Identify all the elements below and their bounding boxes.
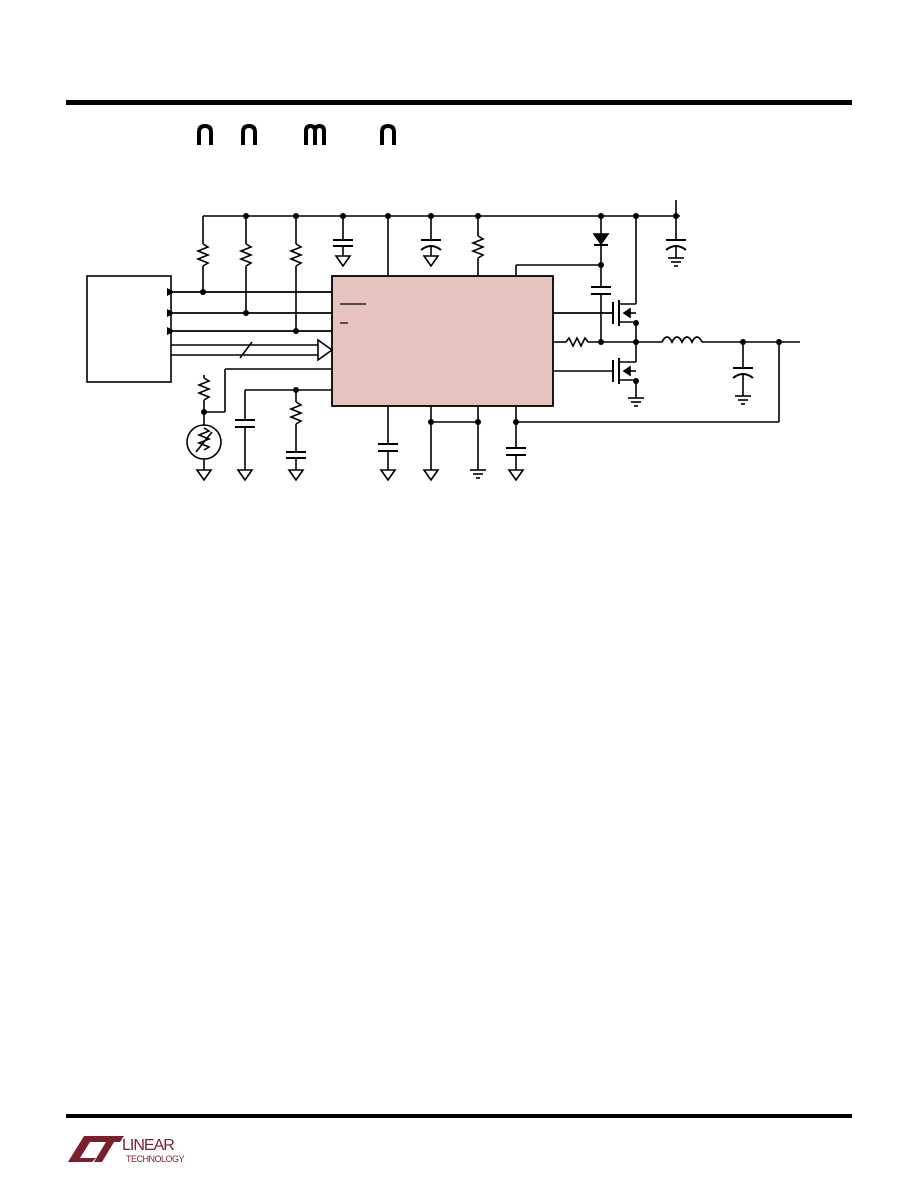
pullup-resistor-3 <box>288 243 304 267</box>
circuit-schematic <box>86 200 800 482</box>
header-mark-1 <box>197 124 213 145</box>
header-mark-4 <box>380 124 396 145</box>
controller-ic <box>331 275 554 407</box>
schottky-diode <box>592 233 610 246</box>
header-mark-3 <box>304 124 326 145</box>
pullup-resistor-2 <box>238 243 254 267</box>
host-controller-block <box>86 275 172 383</box>
header-mark-2 <box>241 124 257 145</box>
footer-rule <box>66 1114 852 1118</box>
header-rule <box>66 100 852 105</box>
logo-line1: LINEAR <box>122 1137 174 1154</box>
output-inductor <box>661 336 703 345</box>
bus-width-slash <box>239 341 253 359</box>
lt-logo-mark <box>68 1136 106 1162</box>
pullup-resistor-1 <box>195 243 211 267</box>
logo-line2: TECHNOLOGY <box>126 1154 185 1164</box>
sense-resistor <box>565 336 589 348</box>
linear-technology-logo: LINEAR TECHNOLOGY <box>68 1136 185 1164</box>
